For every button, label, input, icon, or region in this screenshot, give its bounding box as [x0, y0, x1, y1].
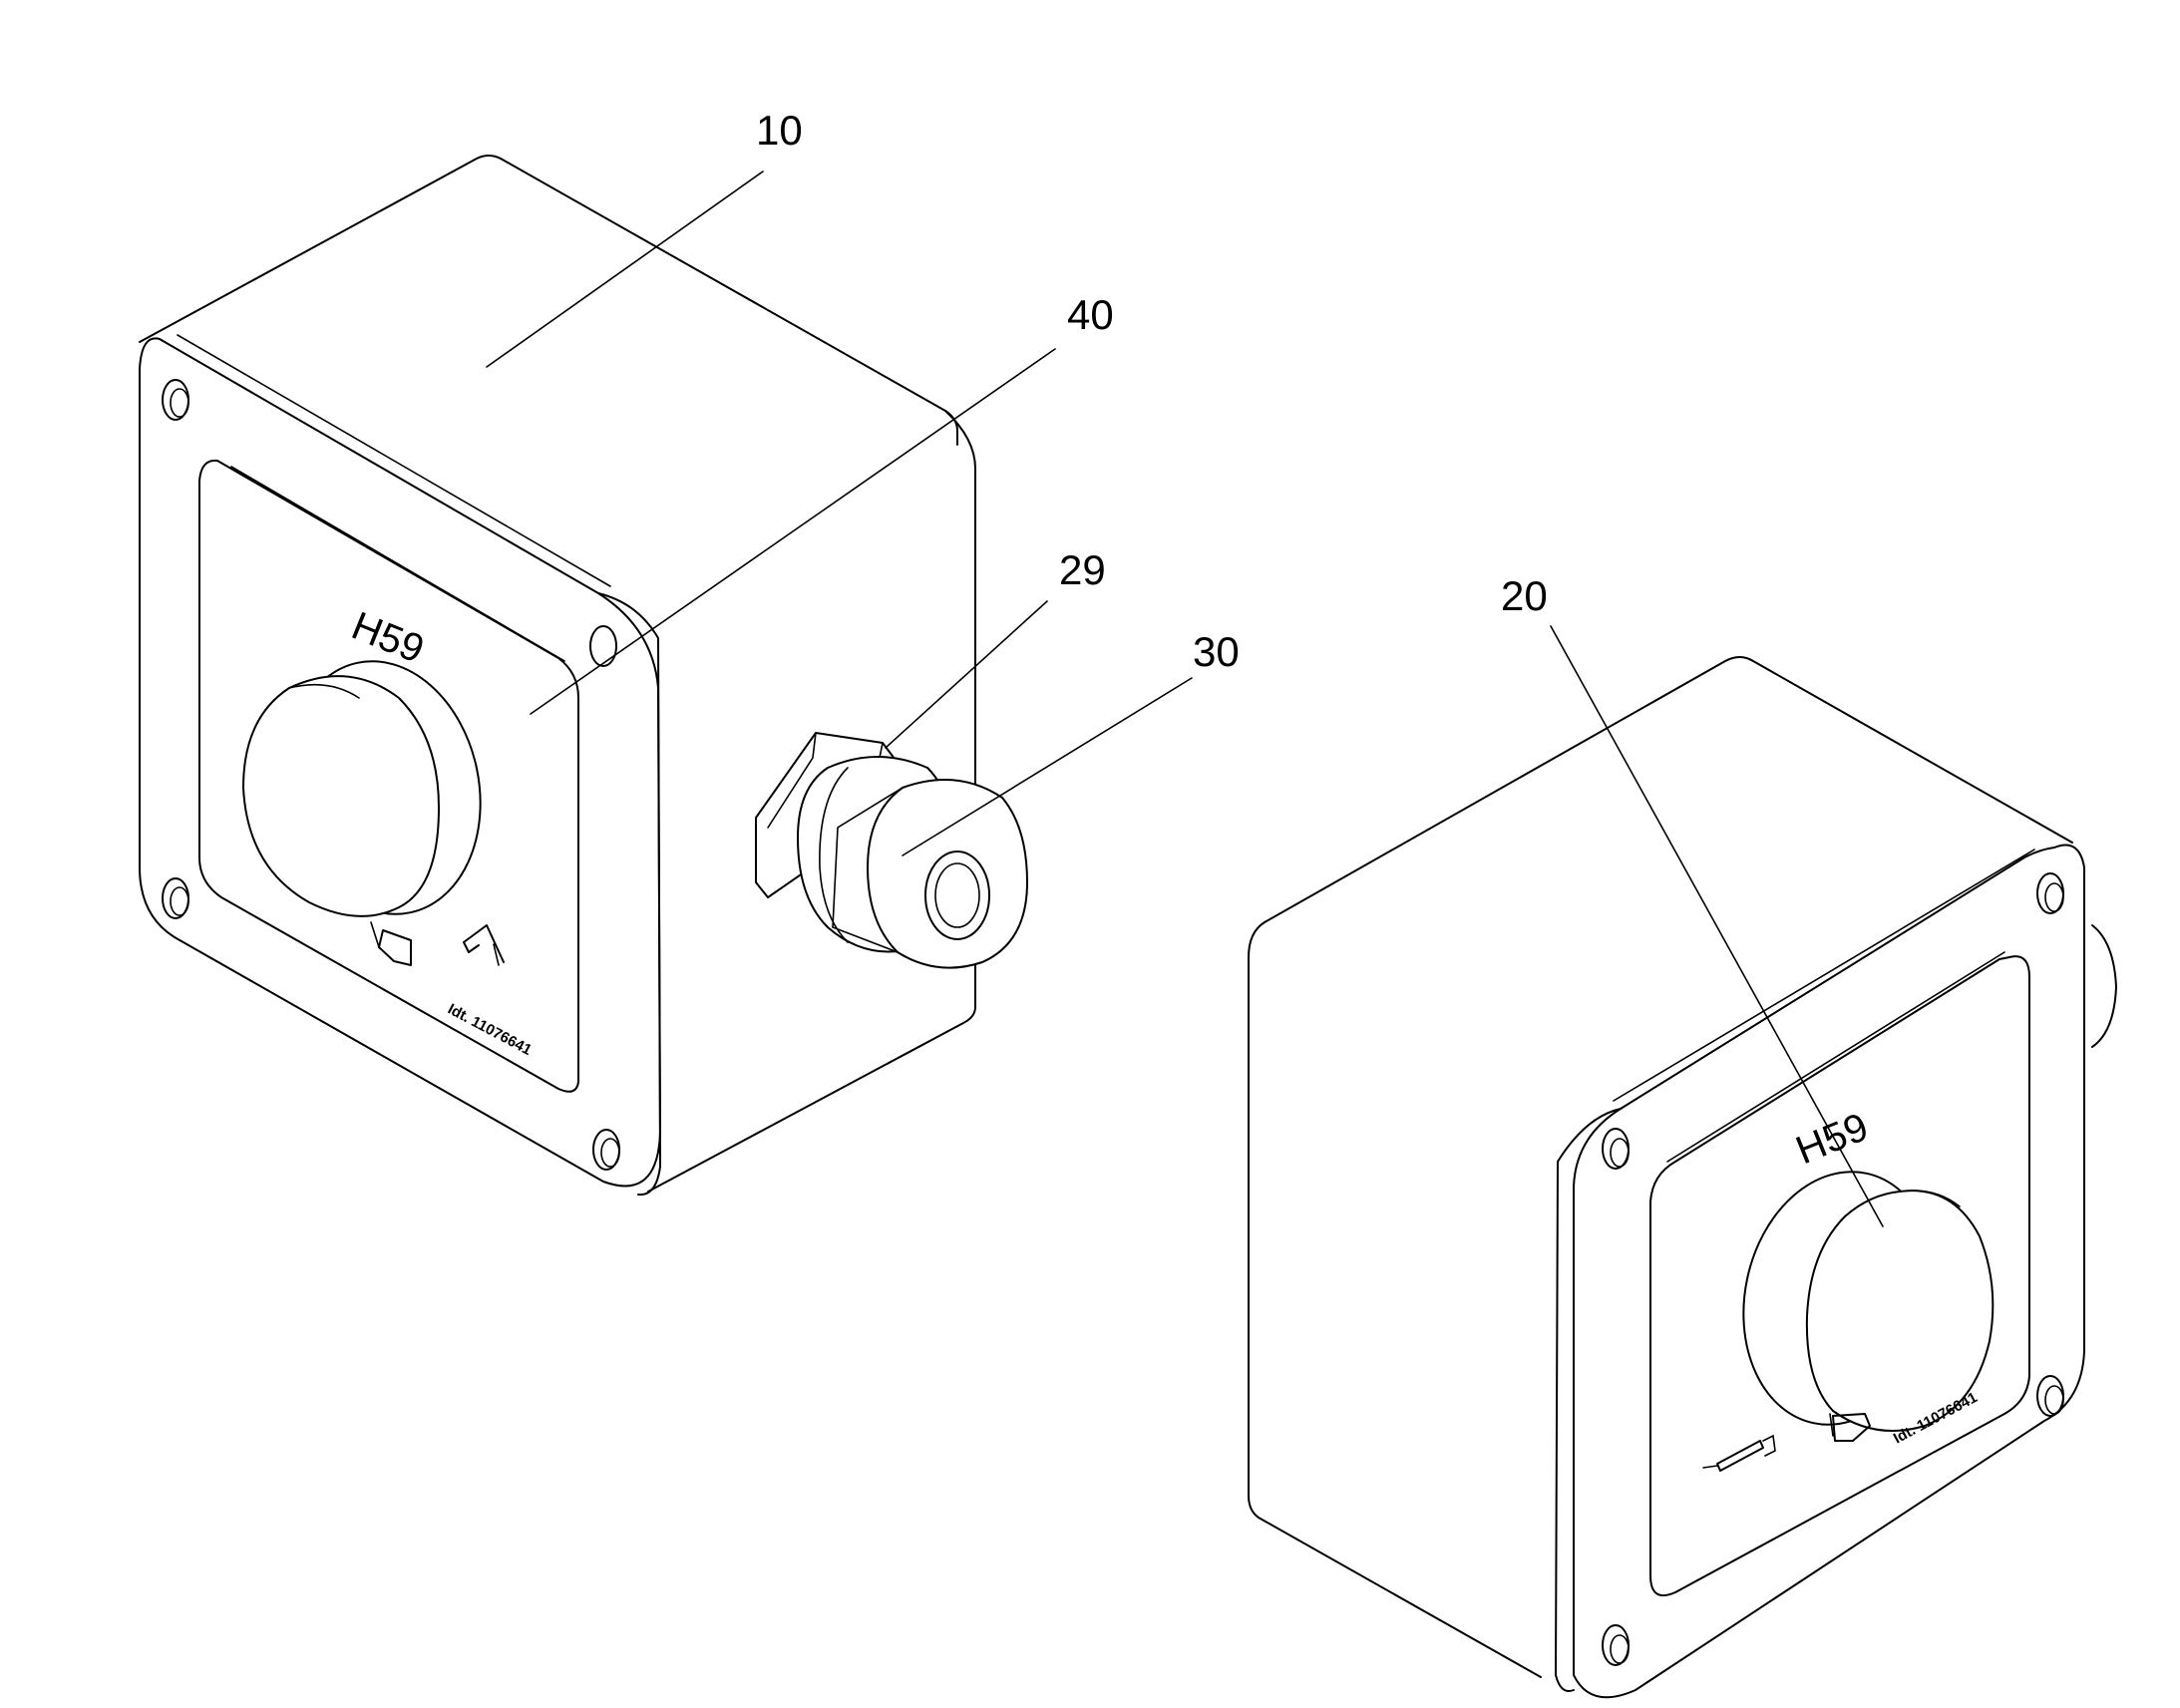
right-box-frame-lip [1555, 1108, 1622, 1692]
cable-gland [755, 732, 1028, 969]
callout-40: 40 [530, 291, 1114, 715]
right-switch-box: H59 Idt. 11076641 [1248, 656, 2117, 1699]
left-knob [242, 675, 440, 917]
bucket-icon [1829, 1413, 1871, 1442]
left-screw-hole-tr [589, 625, 617, 667]
callout-40-label: 40 [1067, 291, 1114, 338]
callout-20: 20 [1501, 572, 1884, 1227]
bucket-icon [370, 921, 412, 966]
left-box-frame-lip [597, 592, 661, 1196]
left-box-side-face [647, 410, 976, 1193]
callout-29-label: 29 [1059, 546, 1106, 593]
callout-30: 30 [902, 628, 1240, 856]
right-box-top-face [1264, 656, 2073, 923]
right-gland-stub [2091, 924, 2117, 1048]
tube-icon [1702, 1434, 1776, 1472]
callout-29: 29 [885, 546, 1106, 749]
right-knob [1805, 1190, 1995, 1432]
callout-20-label: 20 [1501, 572, 1548, 619]
left-box-top-face [139, 155, 958, 446]
left-switch-box: H59 Idt. 11076641 [139, 155, 976, 1196]
callout-10: 10 [486, 107, 803, 368]
callout-10-label: 10 [756, 107, 803, 154]
callout-30-label: 30 [1193, 628, 1240, 675]
hook-icon [463, 924, 505, 966]
right-box-side-face [1248, 921, 1542, 1678]
